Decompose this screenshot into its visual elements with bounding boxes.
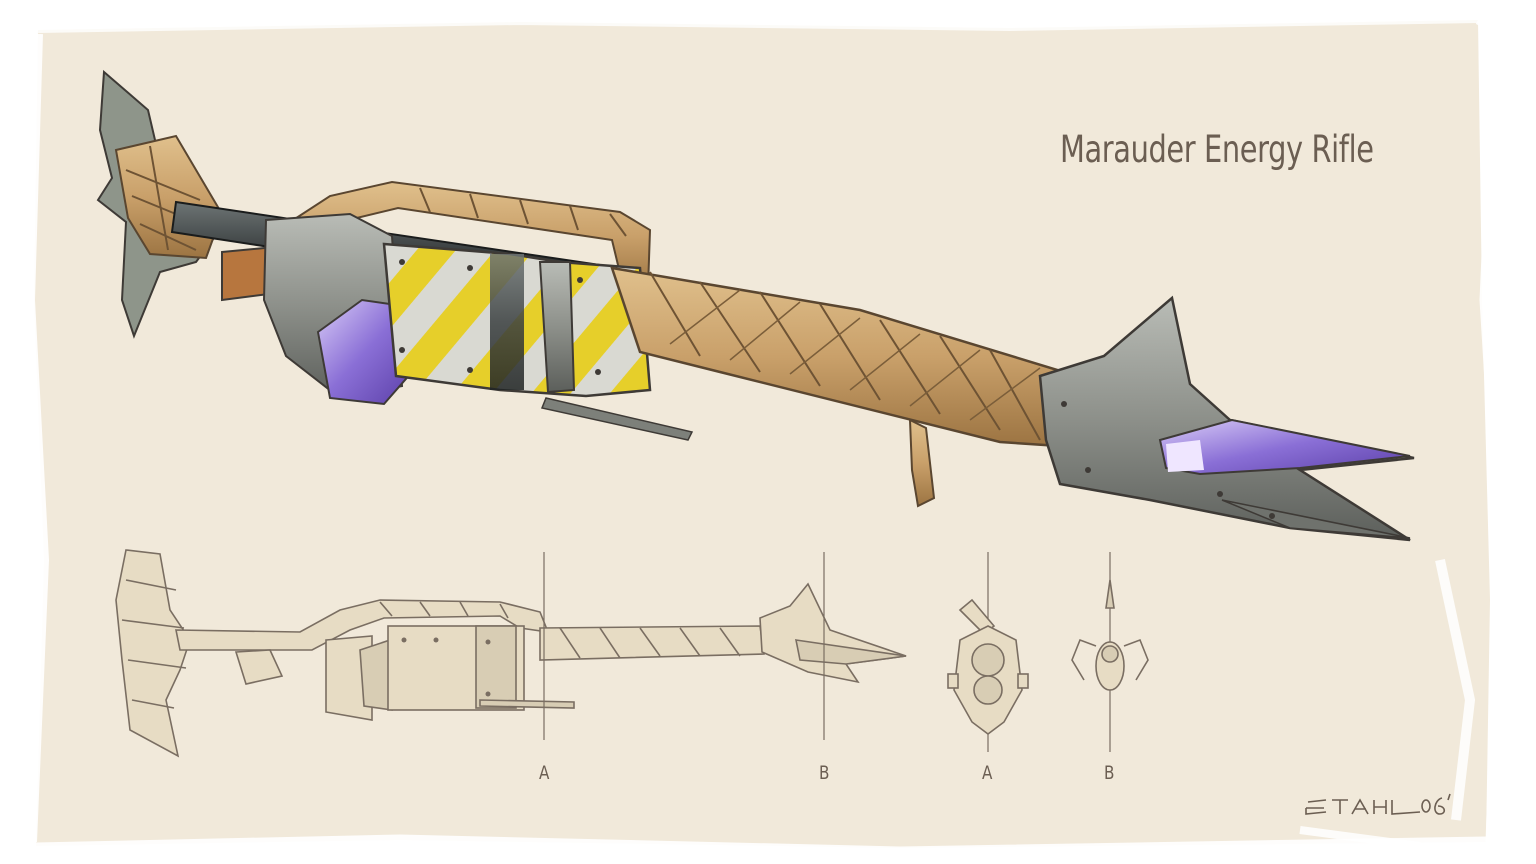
section-label-side-a: A [539, 762, 550, 784]
section-label-cross-a: A [982, 762, 993, 784]
page-title: Marauder Energy Rifle [1060, 128, 1374, 171]
cross-section-b-sketch [1071, 579, 1149, 691]
section-label-cross-b: B [1104, 762, 1115, 784]
cross-section-a-sketch [947, 598, 1029, 735]
section-label-side-b: B [819, 762, 830, 784]
artist-signature [1305, 793, 1451, 815]
rifle-color-render [96, 69, 1415, 542]
rifle-side-sketch [115, 549, 907, 758]
